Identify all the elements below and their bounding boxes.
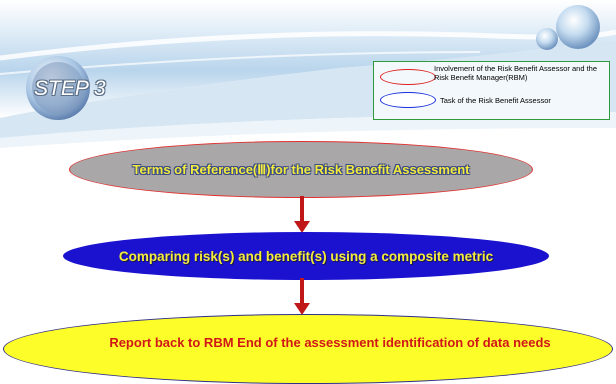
flow-node-label: Terms of Reference(Ⅲ)for the Risk Benefi… [132, 161, 470, 177]
flow-node-label: Comparing risk(s) and benefit(s) using a… [118, 248, 494, 264]
legend-red-ellipse-icon [380, 69, 436, 85]
flow-node-terms-of-reference: Terms of Reference(Ⅲ)for the Risk Benefi… [69, 141, 533, 198]
flow-node-label: Report back to RBM End of the assessment… [109, 334, 551, 350]
legend-blue-ellipse-icon [380, 92, 436, 108]
flow-node-compare-risk-benefit: Comparing risk(s) and benefit(s) using a… [63, 232, 549, 280]
step-title: STEP 3 [34, 77, 106, 100]
flow-node-report-back: Report back to RBM End of the assessment… [3, 314, 613, 384]
legend: Involvement of the Risk Benefit Assessor… [373, 61, 610, 120]
legend-label-assessor-task: Task of the Risk Benefit Assessor [440, 96, 551, 105]
arrow-down-icon [294, 278, 310, 315]
legend-label-involvement: Involvement of the Risk Benefit Assessor… [434, 64, 598, 82]
arrow-down-icon [294, 196, 310, 233]
